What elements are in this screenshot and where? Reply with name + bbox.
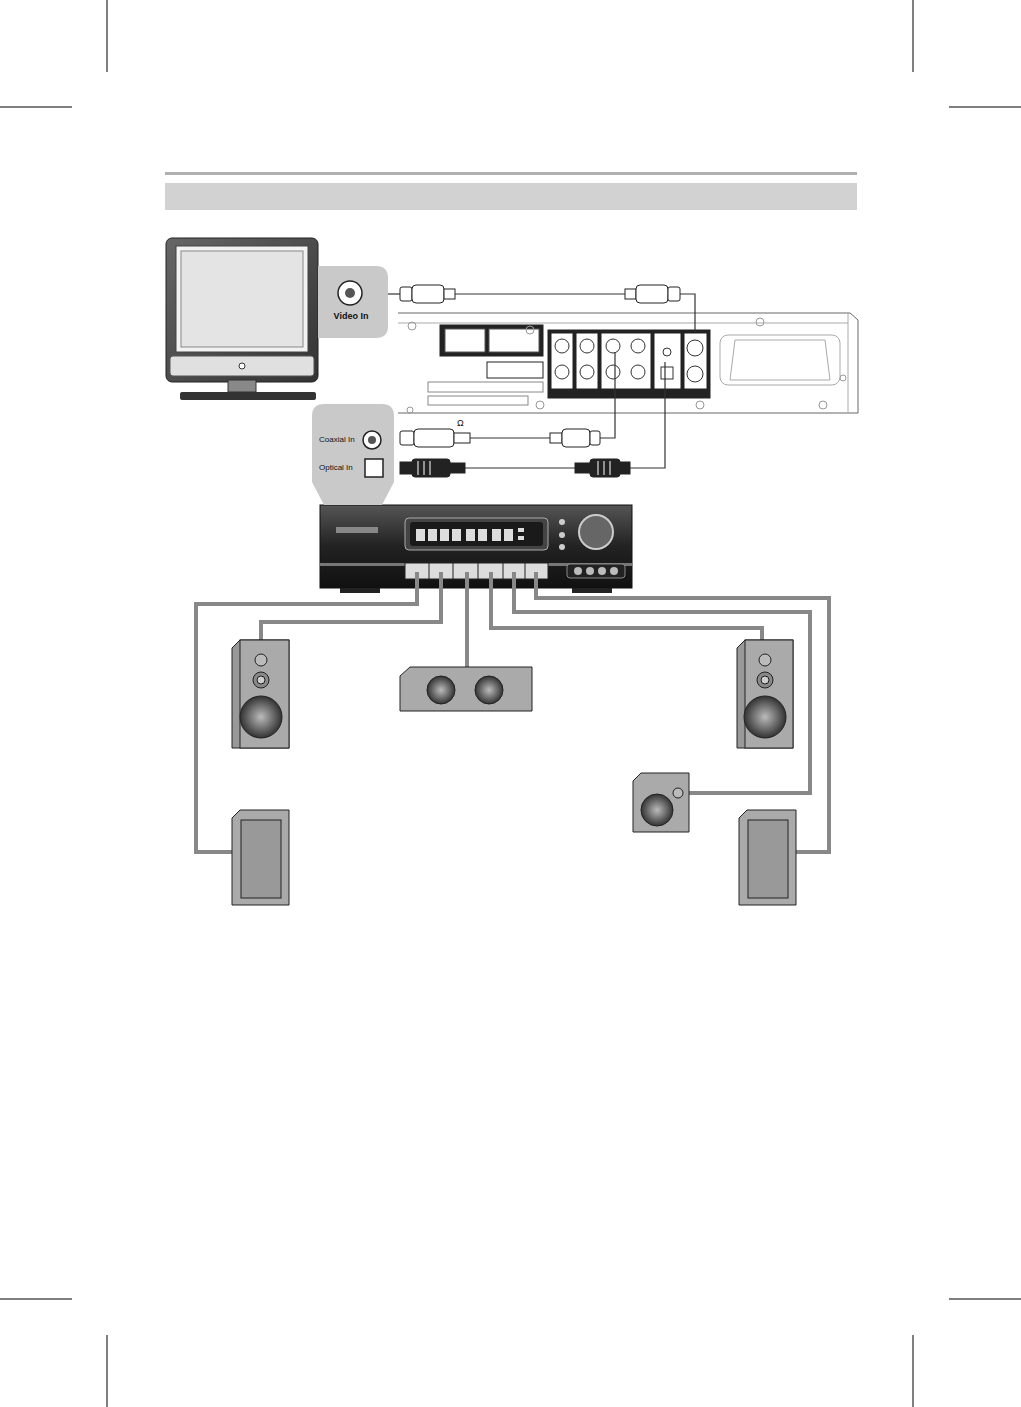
panel-shape [312, 404, 394, 505]
header-rule [165, 172, 857, 175]
port-callout: Optical In [319, 464, 353, 472]
port-panel: Video In [318, 266, 388, 338]
cables [386, 285, 695, 477]
port-callout: Video In [334, 312, 369, 321]
panel-shape [318, 266, 388, 338]
port-callout: Coaxial In [319, 436, 355, 444]
player-back-panel [398, 313, 858, 413]
television [166, 238, 318, 400]
speaker-wires [196, 572, 829, 852]
impedance-symbol: Ω [456, 419, 465, 428]
title-band [165, 183, 857, 210]
av-receiver [320, 505, 632, 593]
port-panel: Coaxial In Optical In [312, 404, 394, 505]
speakers [232, 640, 796, 905]
